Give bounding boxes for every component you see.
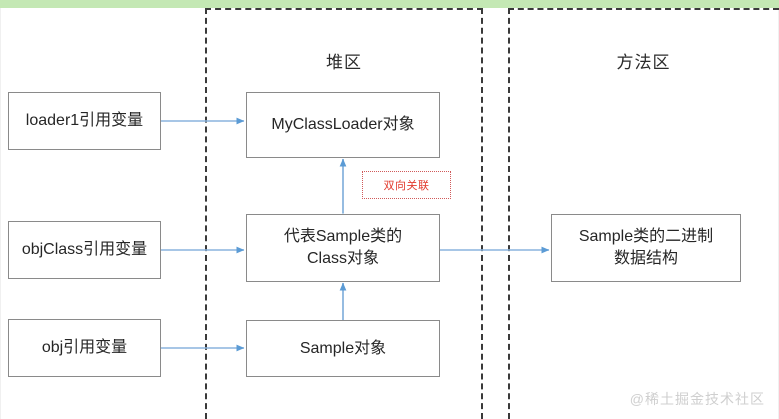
box-sample-object-label: Sample对象 xyxy=(299,339,387,357)
box-loader1-ref-label: loader1引用变量 xyxy=(25,112,144,130)
region-heap xyxy=(205,8,483,419)
box-binary-data-line1: Sample类的二进制 xyxy=(578,228,714,246)
page-left-edge xyxy=(0,8,1,419)
region-method-area-label: 方法区 xyxy=(616,53,671,72)
box-class-object-line2: Class对象 xyxy=(306,250,379,267)
top-accent-band xyxy=(0,0,779,8)
box-class-object-line1: 代表Sample类的 xyxy=(283,228,403,246)
box-loader1-ref[interactable]: loader1引用变量 xyxy=(8,92,161,150)
watermark: @稀土掘金技术社区 xyxy=(629,391,765,407)
box-obj-ref[interactable]: obj引用变量 xyxy=(8,319,161,377)
box-objclass-ref[interactable]: objClass引用变量 xyxy=(8,221,161,279)
annotation-bidirectional-association: 双向关联 xyxy=(362,171,451,199)
box-binary-data-label: Sample类的二进制 数据结构 xyxy=(579,226,713,269)
box-class-object-label: 代表Sample类的 Class对象 xyxy=(284,226,402,269)
box-objclass-ref-label: objClass引用变量 xyxy=(21,241,148,259)
region-method-area xyxy=(508,8,779,419)
box-myclassloader-object-label: MyClassLoader对象 xyxy=(271,116,415,134)
box-binary-data[interactable]: Sample类的二进制 数据结构 xyxy=(551,214,741,282)
box-binary-data-line2: 数据结构 xyxy=(613,250,678,267)
annotation-label: 双向关联 xyxy=(383,180,430,192)
region-heap-label: 堆区 xyxy=(326,53,362,72)
box-class-object[interactable]: 代表Sample类的 Class对象 xyxy=(246,214,440,282)
box-obj-ref-label: obj引用变量 xyxy=(41,339,128,357)
box-myclassloader-object[interactable]: MyClassLoader对象 xyxy=(246,92,440,158)
box-sample-object[interactable]: Sample对象 xyxy=(246,320,440,377)
